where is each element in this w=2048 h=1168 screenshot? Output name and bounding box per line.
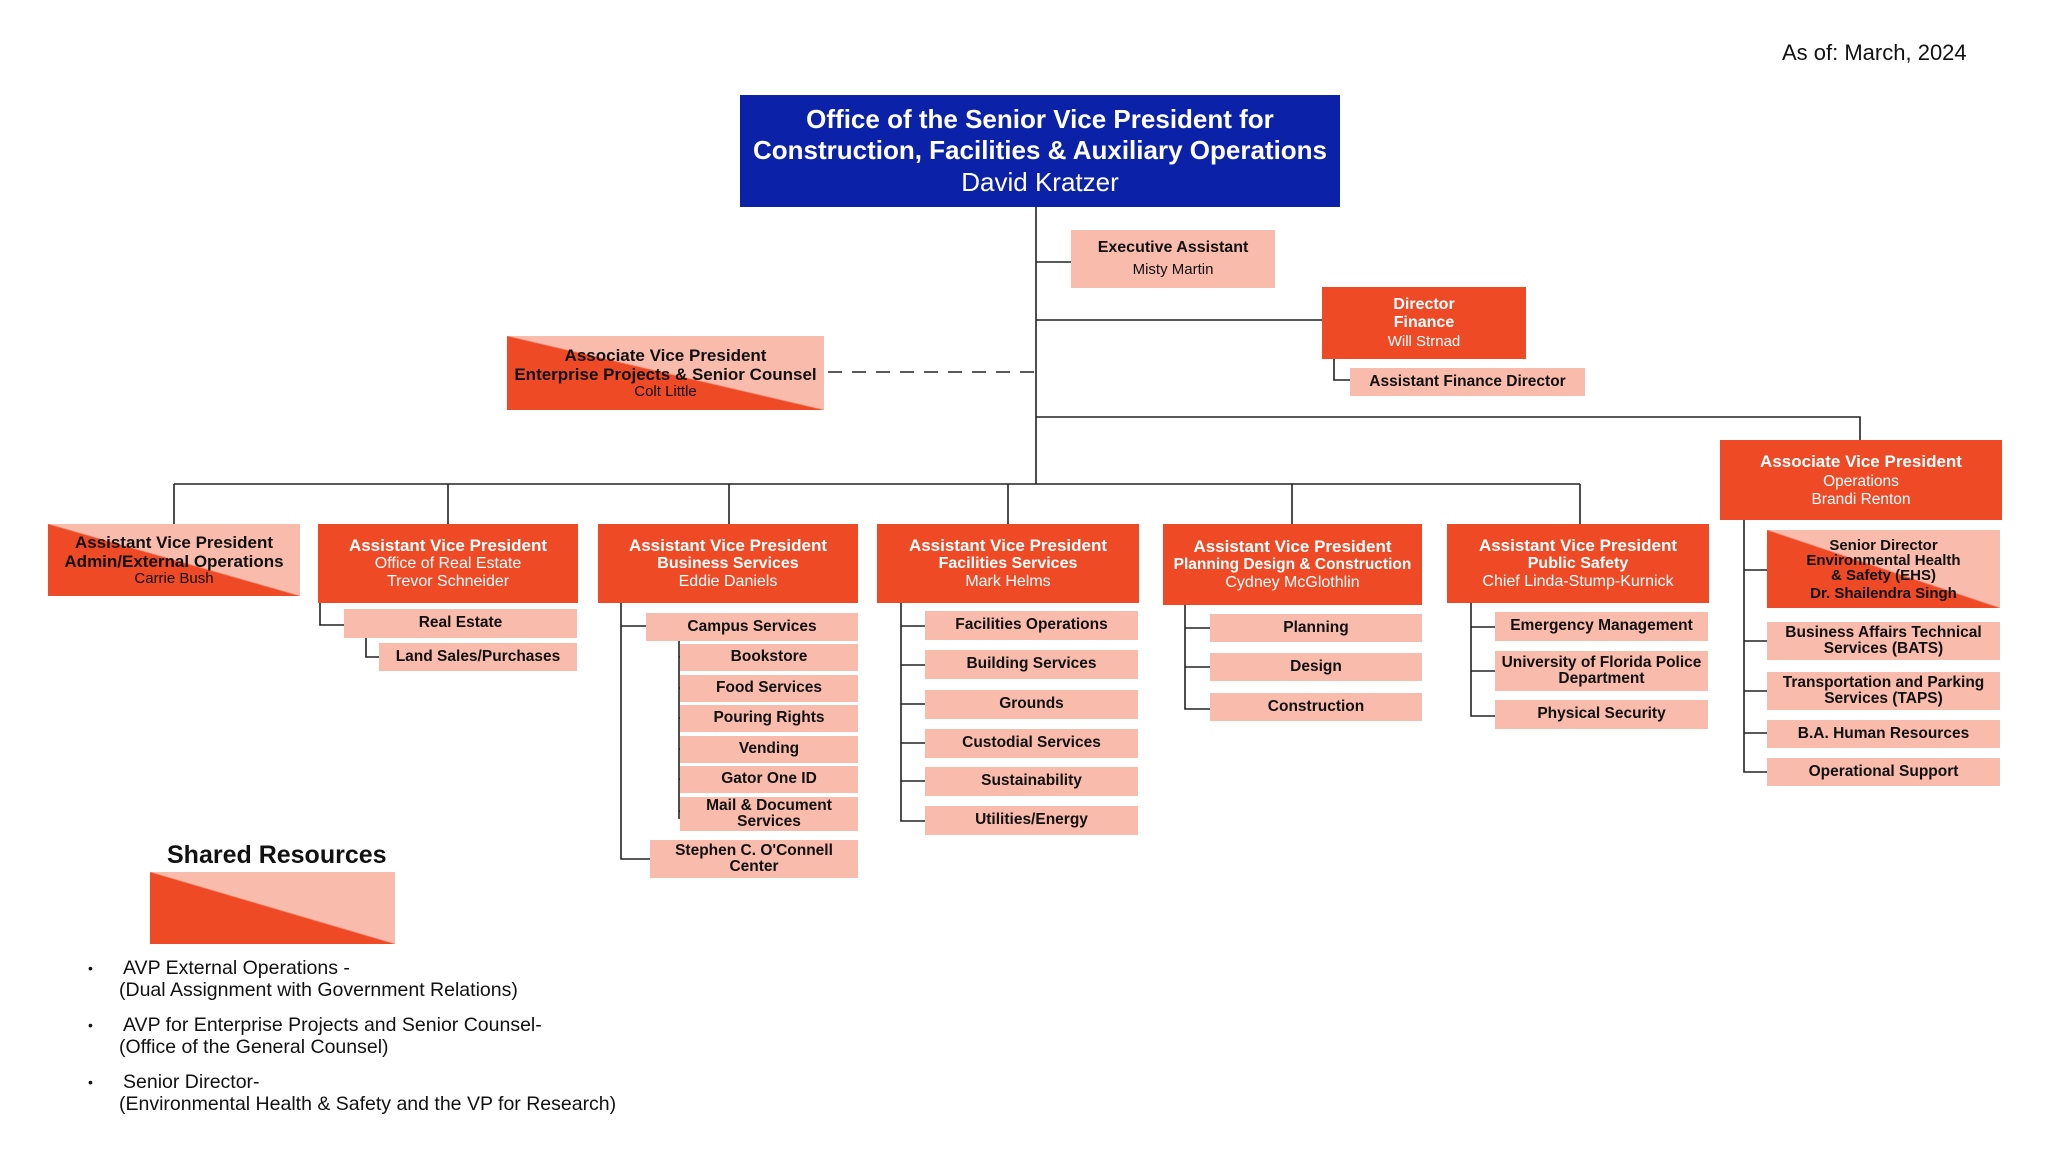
plan-name: Cydney McGlothlin <box>1225 573 1360 591</box>
fac-item-4: Sustainability <box>925 767 1138 796</box>
exec-name: Misty Martin <box>1132 261 1214 279</box>
note-line2: (Office of the General Counsel) <box>119 1036 389 1058</box>
bus-name: Eddie Daniels <box>678 573 778 591</box>
ops-item-hr: B.A. Human Resources <box>1767 720 2000 748</box>
finance-line2: Finance <box>1393 313 1455 331</box>
re-item-real-estate: Real Estate <box>344 609 577 638</box>
avp-real-estate-box: Assistant Vice President Office of Real … <box>318 524 578 603</box>
note-line2: (Environmental Health & Safety and the V… <box>119 1093 617 1115</box>
shared-resources-notes: • AVP External Operations - (Dual Assign… <box>88 957 616 1128</box>
shared-note: • AVP External Operations - (Dual Assign… <box>88 957 616 1001</box>
plan-item-1: Design <box>1210 653 1422 681</box>
shared-note: • AVP for Enterprise Projects and Senior… <box>88 1014 616 1058</box>
ps-item-2: Physical Security <box>1495 700 1708 729</box>
asst-finance-director-box: Assistant Finance Director <box>1350 368 1585 396</box>
avp-enterprise-box: Associate Vice President Enterprise Proj… <box>507 336 824 410</box>
ps-name: Chief Linda-Stump-Kurnick <box>1482 573 1674 591</box>
bus-item-food: Food Services <box>680 675 858 702</box>
ops-item-taps: Transportation and Parking Services (TAP… <box>1767 672 2000 710</box>
finance-name: Will Strnad <box>1387 332 1461 350</box>
ops-item-bats: Business Affairs Technical Services (BAT… <box>1767 622 2000 660</box>
admin-name: Carrie Bush <box>134 569 214 587</box>
root-name: David Kratzer <box>961 166 1119 197</box>
bus-item-pouring: Pouring Rights <box>680 705 858 732</box>
shared-note: • Senior Director- (Environmental Health… <box>88 1071 616 1115</box>
admin-line2: Admin/External Operations <box>64 551 284 571</box>
re-dept: Office of Real Estate <box>374 555 522 573</box>
director-finance-box: Director Finance Will Strnad <box>1322 287 1526 359</box>
bus-item-bookstore: Bookstore <box>680 644 858 671</box>
fac-title: Assistant Vice President <box>908 536 1108 556</box>
note-line1: AVP for Enterprise Projects and Senior C… <box>123 1014 542 1036</box>
root-title-line1: Office of the Senior Vice President for <box>806 104 1274 135</box>
ops-dept: Operations <box>1823 473 1899 491</box>
ops-title: Associate Vice President <box>1760 452 1962 472</box>
plan-dept: Planning Design & Construction <box>1173 556 1412 574</box>
root-title-line2: Construction, Facilities & Auxiliary Ope… <box>752 135 1328 166</box>
enterprise-name: Colt Little <box>634 382 697 400</box>
plan-item-2: Construction <box>1210 693 1422 721</box>
avp-business-box: Assistant Vice President Business Servic… <box>598 524 858 603</box>
bus-oconnell-center: Stephen C. O'Connell Center <box>650 840 858 878</box>
ps-title: Assistant Vice President <box>1478 536 1678 556</box>
shared-resources-swatch <box>150 872 395 944</box>
fac-dept: Facilities Services <box>938 555 1078 573</box>
fac-item-0: Facilities Operations <box>925 611 1138 640</box>
note-line1: Senior Director- <box>123 1071 260 1093</box>
avp-facilities-box: Assistant Vice President Facilities Serv… <box>877 524 1139 603</box>
bus-item-mail: Mail & Document Services <box>680 797 858 831</box>
ehs-line3: & Safety (EHS) <box>1830 566 1937 584</box>
exec-title: Executive Assistant <box>1097 239 1249 257</box>
svp-office-box: Office of the Senior Vice President for … <box>740 95 1340 207</box>
plan-item-0: Planning <box>1210 614 1422 642</box>
enterprise-line2: Enterprise Projects & Senior Counsel <box>514 364 817 384</box>
note-line2: (Dual Assignment with Government Relatio… <box>119 979 518 1001</box>
avp-operations-box: Associate Vice President Operations Bran… <box>1720 440 2002 520</box>
fac-item-3: Custodial Services <box>925 729 1138 758</box>
bus-dept: Business Services <box>657 555 799 573</box>
ops-item-operational-support: Operational Support <box>1767 758 2000 786</box>
as-of-date: As of: March, 2024 <box>1782 40 1967 65</box>
re-item-land-sales: Land Sales/Purchases <box>379 643 577 671</box>
ops-name: Brandi Renton <box>1811 490 1911 508</box>
bus-item-vending: Vending <box>680 736 858 763</box>
re-title: Assistant Vice President <box>348 536 548 556</box>
ps-dept: Public Safety <box>1527 555 1629 573</box>
enterprise-line1: Associate Vice President <box>564 345 767 365</box>
executive-assistant-box: Executive Assistant Misty Martin <box>1071 230 1275 288</box>
avp-public-safety-box: Assistant Vice President Public Safety C… <box>1447 524 1709 603</box>
finance-line1: Director <box>1393 295 1455 313</box>
plan-title: Assistant Vice President <box>1193 537 1392 557</box>
ehs-name: Dr. Shailendra Singh <box>1810 584 1957 602</box>
fac-item-1: Building Services <box>925 650 1138 679</box>
fac-name: Mark Helms <box>965 573 1051 591</box>
ps-item-1: University of Florida Police Department <box>1495 651 1708 691</box>
shared-resources-title: Shared Resources <box>167 841 387 869</box>
avp-planning-box: Assistant Vice President Planning Design… <box>1163 524 1422 605</box>
bus-campus-services: Campus Services <box>646 613 858 641</box>
avp-admin-box: Assistant Vice President Admin/External … <box>48 524 300 596</box>
fac-item-5: Utilities/Energy <box>925 806 1138 835</box>
senior-director-ehs-box: Senior Director Environmental Health & S… <box>1767 530 2000 608</box>
bullet-icon: • <box>88 960 93 976</box>
bus-item-gator-one: Gator One ID <box>680 766 858 793</box>
fac-item-2: Grounds <box>925 690 1138 719</box>
ehs-line2: Environmental Health <box>1806 551 1961 569</box>
re-name: Trevor Schneider <box>386 573 510 591</box>
note-line1: AVP External Operations - <box>123 957 350 979</box>
admin-line1: Assistant Vice President <box>74 532 274 552</box>
bullet-icon: • <box>88 1074 93 1090</box>
bullet-icon: • <box>88 1017 93 1033</box>
ehs-line1: Senior Director <box>1829 536 1938 554</box>
bus-title: Assistant Vice President <box>628 536 828 556</box>
ps-item-0: Emergency Management <box>1495 612 1708 641</box>
